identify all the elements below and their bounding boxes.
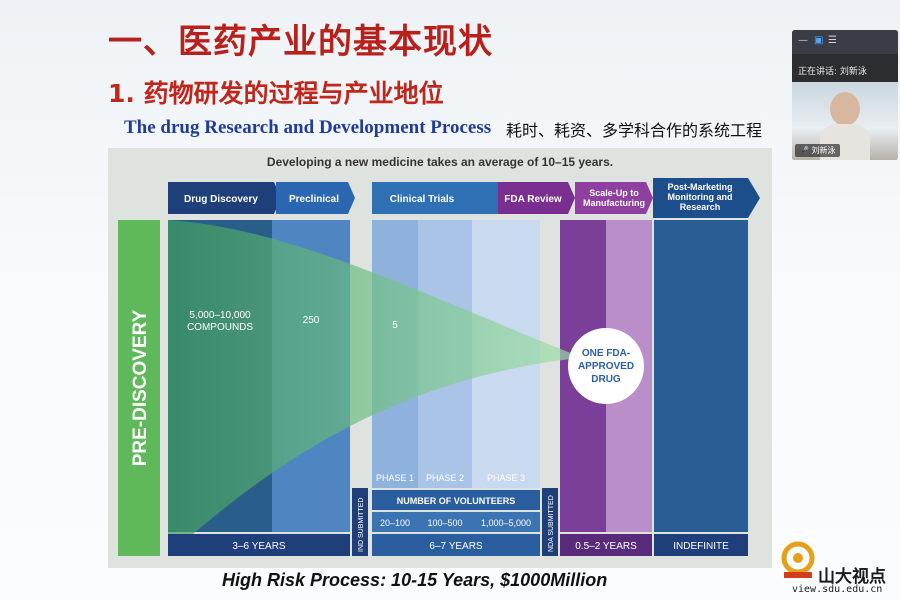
list-icon[interactable]: ☰ <box>828 35 837 46</box>
video-toolbar: — ▣ ☰ <box>792 30 898 54</box>
english-title: The drug Research and Development Proces… <box>124 117 492 138</box>
ind-submitted-label: IND SUBMITTED <box>358 498 365 552</box>
diagram-header: Developing a new medicine takes an avera… <box>267 155 613 169</box>
stage-arrow-clinical-trials <box>372 182 537 214</box>
drug-development-diagram: Developing a new medicine takes an avera… <box>108 148 772 568</box>
slide-subtitle: 1. 药物研发的过程与产业地位 <box>108 79 444 108</box>
speaking-indicator: 正在讲话: 刘新泳 <box>798 67 867 77</box>
duration-post: INDEFINITE <box>673 541 729 552</box>
mic-icon: 🎤 <box>799 146 809 155</box>
video-conference-panel: — ▣ ☰ 正在讲话: 刘新泳 🎤 刘新泳 <box>792 30 898 160</box>
stage-arrow-preclinical <box>276 182 355 214</box>
chinese-note: 耗时、耗资、多学科合作的系统工程 <box>506 121 763 140</box>
footer-risk-note: High Risk Process: 10-15 Years, $1000Mil… <box>222 570 608 590</box>
phase-2-label: PHASE 2 <box>426 473 464 483</box>
duration-bar-review <box>560 534 652 556</box>
volunteers-phase1: 20–100 <box>380 518 410 528</box>
pre-discovery-label: PRE-DISCOVERY <box>130 309 151 466</box>
clinical-count: 5 <box>392 320 398 331</box>
duration-bar-discovery <box>168 534 350 556</box>
menu-icon[interactable]: — <box>798 35 808 46</box>
stage-arrow-drug-discovery <box>168 182 281 214</box>
duration-review: 0.5–2 YEARS <box>575 541 637 552</box>
logo-name: 山大视点 <box>818 567 886 587</box>
stage-label-preclinical: Preclinical <box>289 194 339 205</box>
screen-icon[interactable]: ▣ <box>814 35 824 46</box>
duration-bar-clinical <box>372 534 540 556</box>
duration-clinical: 6–7 YEARS <box>429 541 483 552</box>
slide-title: 一、医药产业的基本现状 <box>108 22 493 62</box>
duration-bar-post <box>654 534 748 556</box>
volunteers-phase3: 1,000–5,000 <box>481 518 531 528</box>
logo-url: view.sdu.edu.cn <box>792 584 883 595</box>
stage-label-clinical-trials: Clinical Trials <box>390 194 455 205</box>
stage-label-fda-review: FDA Review <box>504 194 562 205</box>
stage-label-drug-discovery: Drug Discovery <box>184 194 258 205</box>
nda-submitted-marker <box>542 488 558 556</box>
stage-arrow-fda-review <box>498 182 575 214</box>
duration-discovery: 3–6 YEARS <box>232 541 286 552</box>
volunteers-bar <box>372 490 540 510</box>
volunteers-phase2: 100–500 <box>427 518 462 528</box>
participant-name: 刘新泳 <box>811 146 836 155</box>
preclinical-count: 250 <box>303 315 320 326</box>
volunteers-values-bar <box>372 512 540 532</box>
stage-arrow-post-marketing <box>653 178 760 218</box>
pre-discovery-column <box>118 220 160 556</box>
participant-video: 🎤 刘新泳 <box>792 82 898 160</box>
post-marketing-column <box>654 220 748 532</box>
sdu-logo-icon <box>781 541 815 578</box>
volunteers-label: NUMBER OF VOLUNTEERS <box>397 496 516 506</box>
phase-3-label: PHASE 3 <box>487 473 525 483</box>
compound-funnel <box>168 220 578 556</box>
phase-1-label: PHASE 1 <box>376 473 414 483</box>
nda-submitted-label: NDA SUBMITTED <box>548 495 555 552</box>
stage-arrow-scale-up <box>575 182 653 214</box>
participant-name-tag: 🎤 刘新泳 <box>795 144 840 157</box>
ind-submitted-marker <box>352 488 368 556</box>
approved-drug-circle <box>568 328 644 404</box>
participant-face <box>830 92 860 126</box>
